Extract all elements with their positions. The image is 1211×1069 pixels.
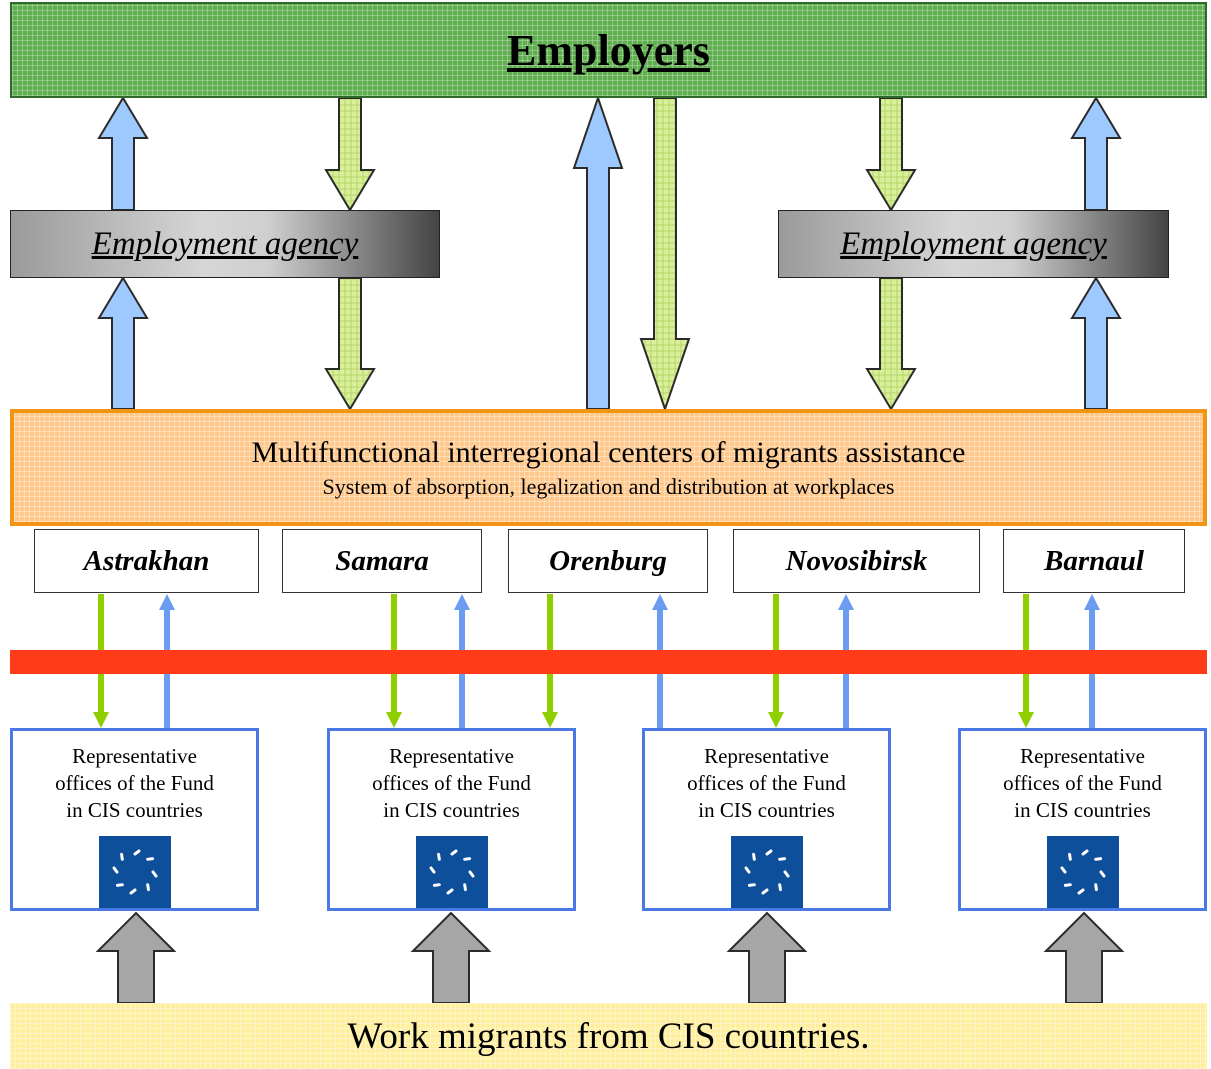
city-astrakhan: Astrakhan <box>34 529 259 593</box>
city-label: Samara <box>335 544 429 577</box>
city-novosibirsk: Novosibirsk <box>733 529 980 593</box>
arrow-up-centers-to-agency <box>97 276 149 410</box>
city-label: Orenburg <box>549 544 667 577</box>
office-label-line-2: offices of the Fund <box>1003 771 1162 795</box>
city-samara: Samara <box>282 529 482 593</box>
employment-agency-label: Employment agency <box>91 225 359 262</box>
office-label-line-3: in CIS countries <box>1014 798 1151 822</box>
employers-label: Employers <box>507 25 710 75</box>
office-label-line-2: offices of the Fund <box>687 771 846 795</box>
arrow-down-employers-to-centers <box>639 97 691 413</box>
city-label: Novosibirsk <box>785 544 928 577</box>
border-line <box>10 650 1207 674</box>
centers-subtitle: System of absorption, legalization and d… <box>322 473 895 499</box>
arrow-down-agency-to-centers <box>324 277 376 411</box>
arrow-down-agency-to-centers <box>865 277 917 411</box>
representative-office: Representative offices of the Fund in CI… <box>10 728 259 911</box>
employment-agency-right: Employment agency <box>778 210 1169 278</box>
city-label: Astrakhan <box>83 544 210 577</box>
fund-emblem-icon <box>98 836 171 908</box>
centers-title: Multifunctional interregional centers of… <box>251 435 966 469</box>
fund-emblem-icon <box>415 836 488 908</box>
arrow-down-employers-to-agency <box>324 97 376 212</box>
representative-office: Representative offices of the Fund in CI… <box>958 728 1207 911</box>
representative-office: Representative offices of the Fund in CI… <box>642 728 891 911</box>
office-label-line-3: in CIS countries <box>383 798 520 822</box>
office-label-line-1: Representative <box>389 744 514 768</box>
work-migrants-label: Work migrants from CIS countries. <box>347 1015 870 1057</box>
arrow-up-centers-to-agency <box>1070 276 1122 410</box>
fund-emblem-icon <box>730 836 803 908</box>
representative-office: Representative offices of the Fund in CI… <box>327 728 576 911</box>
fund-emblem-icon <box>1046 836 1119 908</box>
arrow-up-agency-to-employers <box>1070 96 1122 211</box>
arrow-down-employers-to-agency <box>865 97 917 212</box>
work-migrants-box: Work migrants from CIS countries. <box>10 1003 1207 1069</box>
city-label: Barnaul <box>1044 544 1144 577</box>
arrow-up-centers-to-employers <box>572 94 624 410</box>
arrow-up-agency-to-employers <box>97 96 149 211</box>
office-label-line-3: in CIS countries <box>66 798 203 822</box>
employment-agency-left: Employment agency <box>10 210 440 278</box>
employment-agency-label: Employment agency <box>840 225 1107 262</box>
migrant-centers-box: Multifunctional interregional centers of… <box>10 409 1207 526</box>
arrow-up-migrants-to-office <box>726 911 808 1004</box>
arrow-up-migrants-to-office <box>1043 911 1125 1004</box>
office-label-line-1: Representative <box>1020 744 1145 768</box>
city-orenburg: Orenburg <box>508 529 708 593</box>
arrow-up-migrants-to-office <box>95 911 177 1004</box>
arrow-up-migrants-to-office <box>410 911 492 1004</box>
office-label-line-1: Representative <box>72 744 197 768</box>
office-label-line-3: in CIS countries <box>698 798 835 822</box>
office-label-line-2: offices of the Fund <box>372 771 531 795</box>
employers-box: Employers <box>10 2 1207 98</box>
office-label-line-2: offices of the Fund <box>55 771 214 795</box>
office-label-line-1: Representative <box>704 744 829 768</box>
city-barnaul: Barnaul <box>1003 529 1185 593</box>
